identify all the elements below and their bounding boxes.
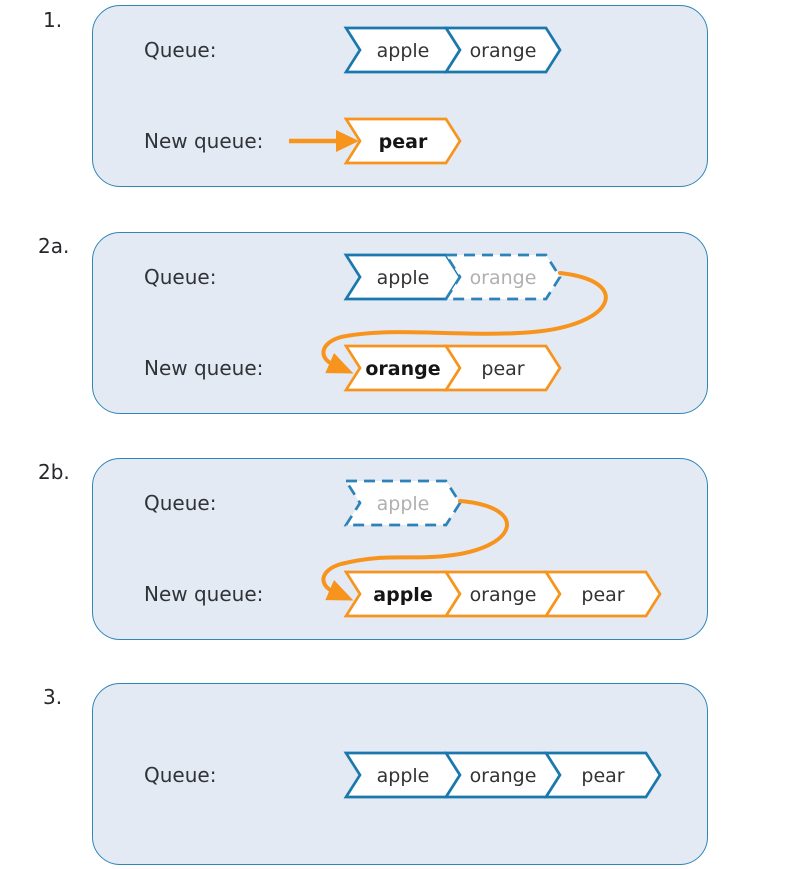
chevron-item-label: apple [377, 493, 430, 515]
queue-chevron-strip: apple orange [343, 26, 562, 74]
chevron-item-label: orange [470, 267, 537, 289]
new-queue-row-label: New queue: [144, 582, 264, 606]
chevron-item-label: orange [470, 584, 537, 606]
step-label-2b: 2b. [38, 460, 70, 484]
queue-row-label: Queue: [144, 265, 217, 289]
chevron-item-label: pear [379, 131, 428, 153]
chevron-item-shape [543, 751, 662, 799]
step-panel-2b: Queue: apple New queue: apple orange pear [92, 458, 708, 640]
chevron-item-label: orange [365, 358, 440, 380]
chevron-item-label: apple [377, 765, 430, 787]
chevron-item-shape [443, 26, 562, 74]
chevron-item-shape [343, 117, 462, 165]
chevron-item-label: apple [373, 584, 432, 606]
chevron-item-label: apple [377, 267, 430, 289]
chevron-item-label: apple [377, 40, 430, 62]
step-label-1: 1. [43, 8, 63, 32]
step-label-3: 3. [43, 685, 63, 709]
queue-chevron-strip: apple orange pear [343, 751, 662, 799]
new-queue-chevron-strip: apple orange pear [343, 570, 662, 618]
queue-row-label: Queue: [144, 763, 217, 787]
new-queue-row-label: New queue: [144, 356, 264, 380]
step-label-2a: 2a. [38, 234, 70, 258]
chevron-item-label: pear [481, 358, 524, 380]
chevron-item-label: pear [581, 584, 624, 606]
step-panel-2a: Queue: apple orange New queue: orange pear [92, 232, 708, 414]
new-queue-chevron-strip: pear [343, 117, 462, 165]
queue-chevron-strip: apple [343, 479, 462, 527]
step-panel-3: Queue: apple orange pear [92, 683, 708, 865]
queue-chevron-strip: apple orange [343, 253, 562, 301]
chevron-item-label: pear [581, 765, 624, 787]
chevron-item-shape [543, 570, 662, 618]
new-queue-chevron-strip: orange pear [343, 344, 562, 392]
queue-row-label: Queue: [144, 38, 217, 62]
new-queue-row-label: New queue: [144, 129, 264, 153]
chevron-item-label: orange [470, 765, 537, 787]
queue-row-label: Queue: [144, 491, 217, 515]
chevron-item-label: orange [470, 40, 537, 62]
step-panel-1: Queue: apple orange New queue: pear [92, 5, 708, 187]
